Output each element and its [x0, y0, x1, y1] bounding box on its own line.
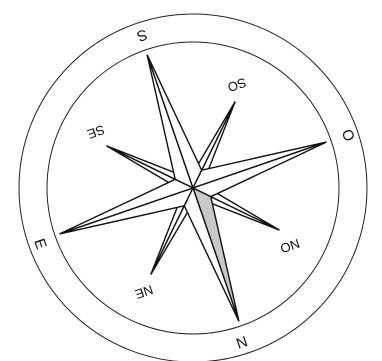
label-north: N — [234, 333, 250, 353]
label-south: S — [134, 25, 149, 44]
label-northeast: NE — [133, 282, 155, 302]
label-west: O — [339, 127, 359, 144]
label-east: E — [30, 236, 49, 251]
label-southwest: SO — [226, 75, 249, 95]
label-northwest: NO — [278, 236, 301, 257]
label-southeast: SE — [85, 122, 107, 142]
